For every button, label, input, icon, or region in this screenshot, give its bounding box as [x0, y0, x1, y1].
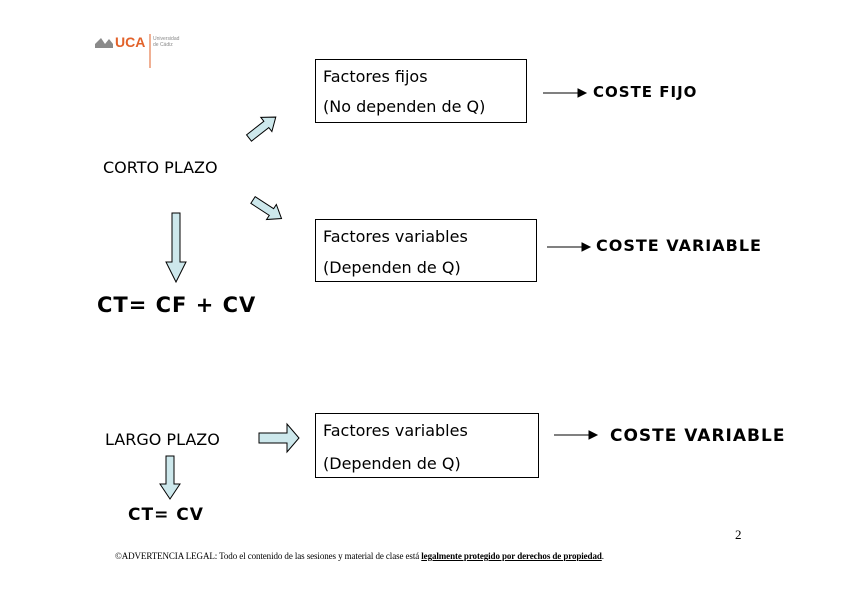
variable-factors-title: Factores variables [323, 227, 468, 246]
arrow-down-long [159, 455, 181, 500]
logo-line1: Universidad [153, 36, 180, 42]
long-term-formula: CT= CV [128, 505, 204, 525]
uca-logo: UCA Universidad de Cádiz [93, 30, 203, 70]
short-term-formula: CT= CF + CV [97, 293, 257, 317]
long-term-label: LARGO PLAZO [105, 430, 220, 449]
fixed-factors-box: Factores fijos (No dependen de Q) [315, 59, 527, 123]
footer-prefix: ©ADVERTENCIA LEGAL: Todo el contenido de… [115, 551, 422, 561]
uca-logo-mark: UCA Universidad de Cádiz [95, 34, 180, 68]
fixed-cost-result: COSTE FIJO [593, 83, 698, 101]
logo-line2: de Cádiz [153, 42, 173, 48]
logo-mark-text: UCA [115, 34, 145, 50]
variable-factors-note-long: (Dependen de Q) [323, 454, 461, 473]
variable-cost-result-long: COSTE VARIABLE [610, 426, 786, 446]
footer-emphasis: legalmente protegido por derechos de pro… [421, 551, 602, 561]
arrow-to-variable [250, 195, 283, 221]
fixed-factors-note: (No dependen de Q) [323, 97, 486, 116]
arrow-down-short [165, 212, 187, 284]
variable-cost-result-short: COSTE VARIABLE [596, 236, 762, 255]
variable-factors-box-short: Factores variables (Dependen de Q) [315, 219, 537, 282]
short-term-label: CORTO PLAZO [103, 158, 218, 177]
variable-factors-box-long: Factores variables (Dependen de Q) [315, 413, 539, 478]
page-number: 2 [735, 527, 742, 542]
arrow-to-fixed [245, 116, 277, 142]
footer-suffix: . [601, 551, 604, 561]
legal-footer: ©ADVERTENCIA LEGAL: Todo el contenido de… [115, 551, 604, 561]
arrow-right-long [258, 422, 300, 454]
fixed-factors-title: Factores fijos [323, 67, 428, 86]
variable-factors-title-long: Factores variables [323, 421, 468, 440]
variable-factors-note: (Dependen de Q) [323, 258, 461, 277]
